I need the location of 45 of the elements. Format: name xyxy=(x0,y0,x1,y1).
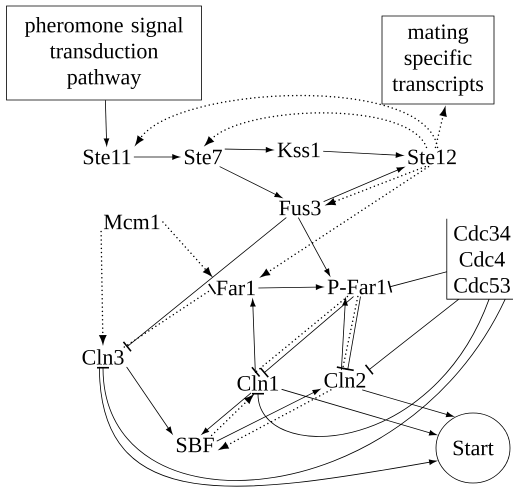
arrow xyxy=(133,154,180,160)
arrow xyxy=(216,389,320,442)
gene-label: Mcm1 xyxy=(104,214,160,230)
gene-label: Cln3 xyxy=(82,349,124,365)
inhibition-line xyxy=(252,298,490,437)
arrow xyxy=(220,389,332,450)
inhibition-line xyxy=(388,271,448,293)
arrow xyxy=(326,166,426,206)
arrow xyxy=(210,395,254,436)
gene-label: Cln2 xyxy=(324,372,366,388)
arrow xyxy=(99,366,437,486)
arrow xyxy=(281,388,437,436)
arrow xyxy=(104,100,110,146)
arrow xyxy=(224,147,274,153)
arrow xyxy=(219,166,282,198)
arrow xyxy=(126,366,173,434)
arrow xyxy=(323,166,404,202)
arrow xyxy=(162,221,212,276)
gene-label: P-Far1 xyxy=(328,280,386,294)
inhibition-line xyxy=(342,296,361,372)
arrow xyxy=(250,299,256,374)
arrow xyxy=(258,284,324,290)
gene-label: Ste11 xyxy=(84,150,130,164)
arrow xyxy=(340,298,348,370)
complex-box: Cdc34 Cdc4 Cdc53 xyxy=(446,218,513,300)
gene-label: Far1 xyxy=(216,280,255,296)
arrow xyxy=(99,230,106,344)
process-box: mating specific transcripts xyxy=(382,16,494,104)
arrow xyxy=(202,392,252,435)
arrow xyxy=(322,150,404,158)
arrow xyxy=(205,112,428,148)
gene-label: Cln1 xyxy=(238,375,278,391)
gene-label: Ste12 xyxy=(408,150,456,164)
inhibition-line xyxy=(97,298,506,480)
arrow xyxy=(362,390,454,418)
inhibition-line xyxy=(122,217,287,352)
process-box: pheromone signal transduction pathway xyxy=(6,6,202,100)
arrow xyxy=(434,108,447,148)
arrow xyxy=(298,217,330,276)
arrow xyxy=(136,94,438,148)
gene-label: SBF xyxy=(176,438,214,452)
arrow xyxy=(261,166,430,277)
gene-label: Kss1 xyxy=(278,142,320,158)
gene-label: Ste7 xyxy=(184,150,222,164)
gene-label: Fus3 xyxy=(279,200,321,216)
